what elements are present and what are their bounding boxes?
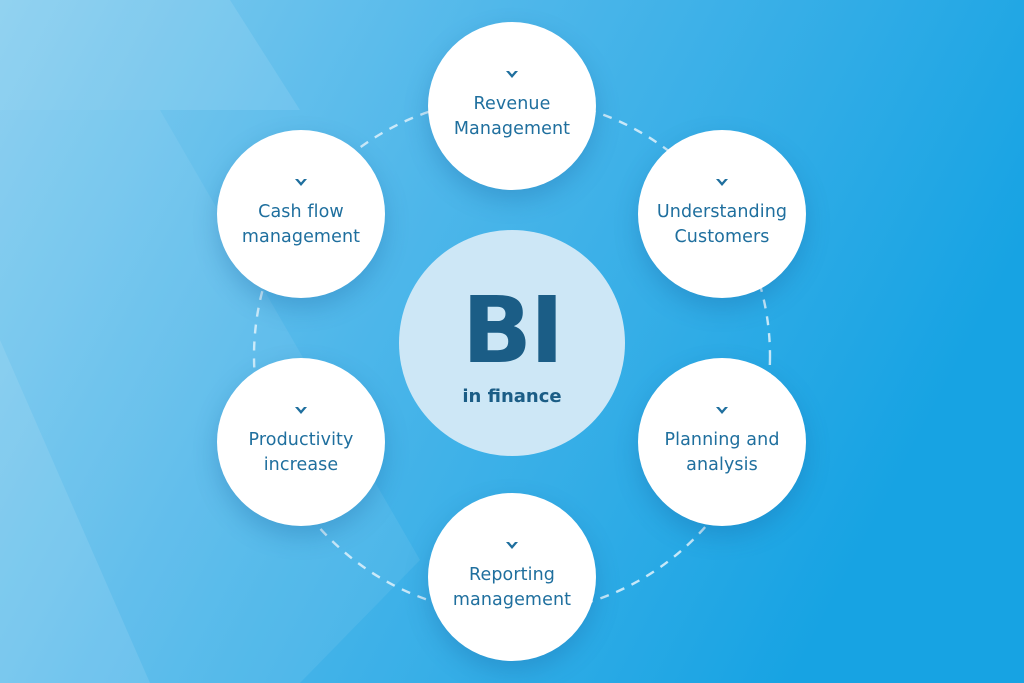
node-revenue-management: Revenue Management (428, 22, 596, 190)
chevron-down-icon (716, 407, 728, 414)
center-subtitle: in finance (462, 386, 562, 407)
node-cash-flow-management: Cash flow management (217, 130, 385, 298)
center-circle: BI in finance (399, 230, 625, 456)
node-reporting-management: Reporting management (428, 493, 596, 661)
node-label: Understanding Customers (656, 202, 788, 247)
center-title: BI (461, 277, 564, 384)
chevron-down-icon (716, 179, 728, 186)
node-label: Revenue Management (453, 94, 571, 139)
node-label: Cash flow management (241, 202, 361, 247)
node-label: Reporting management (452, 565, 572, 610)
node-label: Planning and analysis (664, 430, 780, 475)
node-productivity-increase: Productivity increase (217, 358, 385, 526)
node-label: Productivity increase (248, 430, 354, 475)
chevron-down-icon (506, 542, 518, 549)
chevron-down-icon (506, 71, 518, 78)
node-planning-and-analysis: Planning and analysis (638, 358, 806, 526)
node-understanding-customers: Understanding Customers (638, 130, 806, 298)
chevron-down-icon (295, 407, 307, 414)
chevron-down-icon (295, 179, 307, 186)
